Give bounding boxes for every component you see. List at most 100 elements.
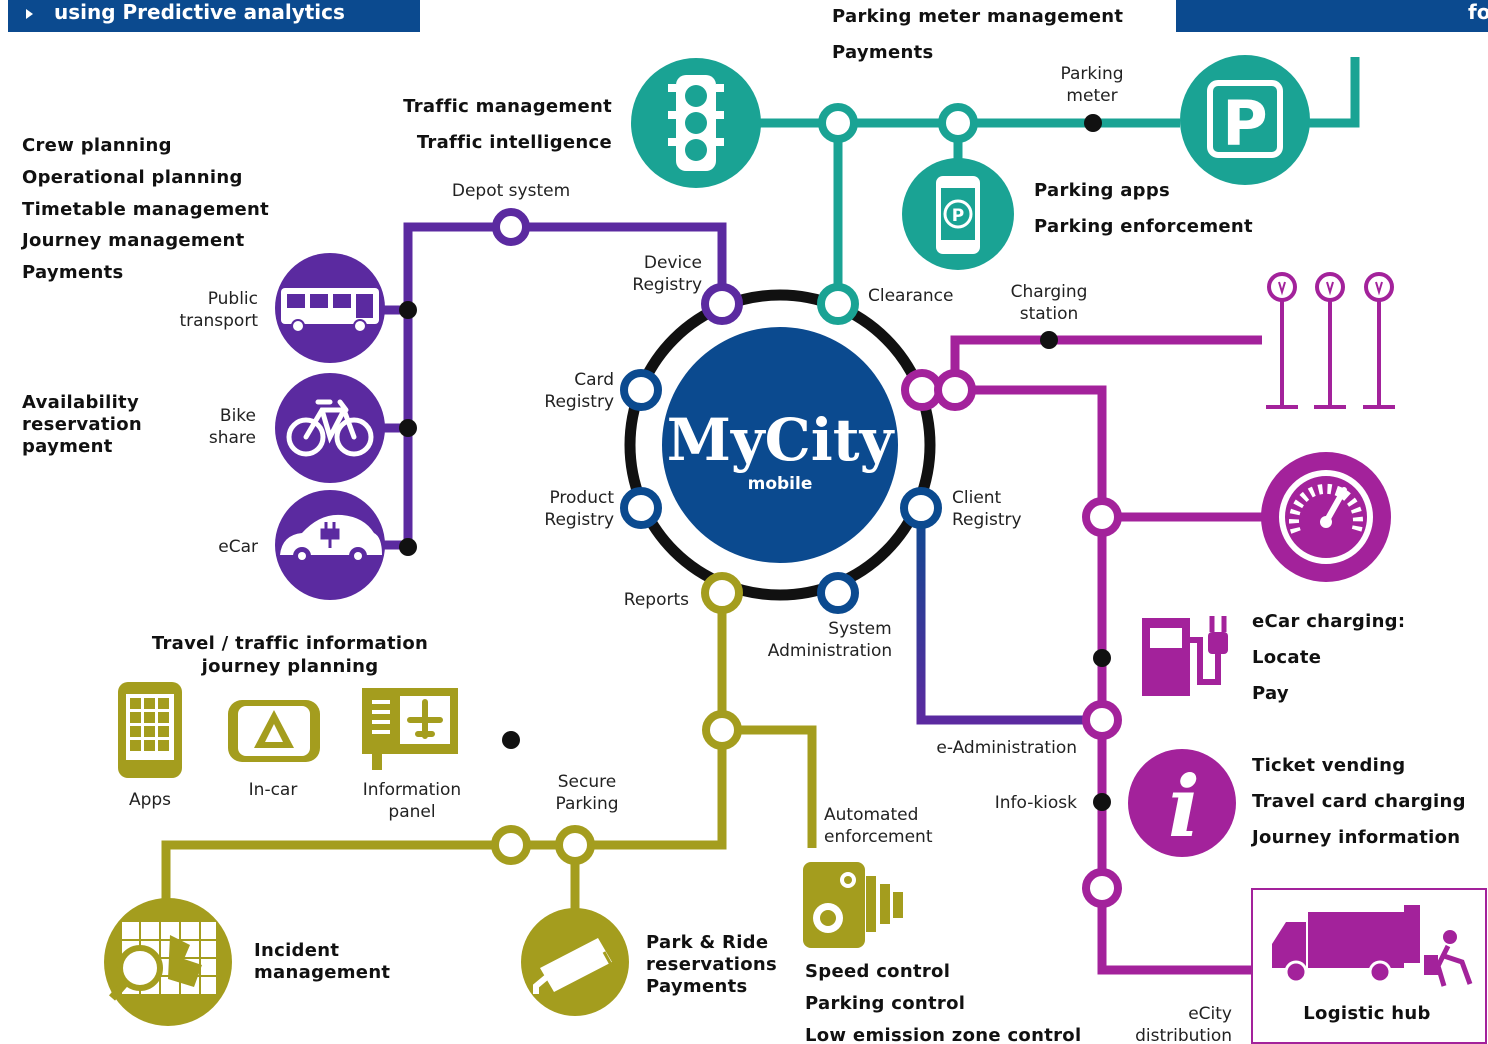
traffic-intelligence-label: Traffic intelligence <box>417 132 612 153</box>
speed-camera-icon[interactable] <box>803 862 903 948</box>
node-depot-system[interactable] <box>492 208 530 246</box>
park-ride-label-3: Payments <box>646 976 748 997</box>
node-e-administration[interactable] <box>1082 700 1122 740</box>
svg-text:P: P <box>1222 87 1267 160</box>
card-registry-label-1: Card <box>574 370 614 390</box>
locate-label: Locate <box>1252 647 1321 668</box>
bicycle-icon[interactable] <box>275 373 385 483</box>
travel-info-label-1: Travel / traffic information <box>152 633 428 654</box>
phone-apps-icon[interactable] <box>118 682 182 778</box>
park-ride-label-2: reservations <box>646 954 777 975</box>
node-system-administration[interactable] <box>817 572 859 614</box>
client-registry-label-1: Client <box>952 488 1002 508</box>
in-car-navigation-icon[interactable] <box>228 700 320 762</box>
arrow-right-icon <box>26 9 33 19</box>
system-administration-label-1: System <box>828 619 891 639</box>
ecar-label: eCar <box>218 537 258 557</box>
incident-label-1: Incident <box>254 940 339 961</box>
client-registry-label-2: Registry <box>952 510 1022 530</box>
device-registry-label-2: Registry <box>632 275 702 295</box>
hub-center[interactable] <box>662 327 898 563</box>
device-registry-label-1: Device <box>644 253 702 273</box>
node-charging-right[interactable] <box>934 369 976 411</box>
node-client-registry[interactable] <box>900 487 942 529</box>
node-ecity-distribution[interactable] <box>1082 868 1122 908</box>
stop-ecar-charging[interactable] <box>1093 649 1111 667</box>
clearance-label: Clearance <box>868 286 953 306</box>
logistic-hub-box[interactable]: Logistic hub <box>1251 888 1487 1044</box>
stop-public-transport[interactable] <box>399 301 417 319</box>
node-card-registry[interactable] <box>620 369 662 411</box>
node-reports[interactable] <box>701 572 743 614</box>
node-gauge[interactable] <box>1082 497 1122 537</box>
stop-charging-station[interactable] <box>1040 331 1058 349</box>
pay-label: Pay <box>1252 683 1289 704</box>
parking-sign-icon[interactable]: P <box>1180 55 1310 185</box>
node-olive-junction[interactable] <box>702 710 742 750</box>
parking-meter-label-2: meter <box>1066 86 1117 106</box>
parking-enforcement-label: Parking enforcement <box>1034 216 1253 237</box>
stop-info-kiosk[interactable] <box>1093 793 1111 811</box>
node-device-registry[interactable] <box>701 283 743 325</box>
stop-travel-info[interactable] <box>502 731 520 749</box>
truck-icon <box>1272 905 1473 987</box>
ticket-vending-label: Ticket vending <box>1252 755 1405 776</box>
header-left-banner: using Predictive analytics <box>8 0 420 32</box>
stop-ecar[interactable] <box>399 538 417 556</box>
node-olive-left[interactable] <box>491 825 531 865</box>
node-product-registry[interactable] <box>620 487 662 529</box>
traffic-light-icon[interactable] <box>631 58 761 188</box>
header-left-title: using Predictive analytics <box>54 0 345 24</box>
bus-icon[interactable] <box>275 253 385 363</box>
parking-apps-label: Parking apps <box>1034 180 1170 201</box>
gauge-icon[interactable] <box>1261 452 1391 582</box>
map-magnifier-icon[interactable] <box>104 898 232 1026</box>
automated-enforcement-label-2: enforcement <box>824 827 933 847</box>
phone-parking-icon[interactable]: P <box>902 158 1014 270</box>
charging-posts-icon[interactable] <box>1266 272 1395 409</box>
timetable-management-label: Timetable management <box>22 199 269 220</box>
parking-payments-label: Payments <box>832 42 934 63</box>
magenta-line <box>950 335 1265 975</box>
logistic-hub-label: Logistic hub <box>1303 1003 1430 1024</box>
info-kiosk-label: Info-kiosk <box>995 793 1077 813</box>
stop-bike-share[interactable] <box>399 419 417 437</box>
traffic-management-label: Traffic management <box>403 96 612 117</box>
hub-title: MyCity <box>667 406 896 474</box>
charging-pump-icon[interactable] <box>1142 616 1228 696</box>
node-teal-junction-2[interactable] <box>938 103 978 143</box>
ecar-charging-label: eCar charging: <box>1252 611 1405 632</box>
e-administration-label: e-Administration <box>936 738 1077 758</box>
travel-card-charging-label: Travel card charging <box>1252 791 1466 812</box>
node-teal-junction-1[interactable] <box>818 103 858 143</box>
public-transport-label-2: transport <box>179 311 258 331</box>
node-charging-left[interactable] <box>901 369 943 411</box>
availability-label-3: payment <box>22 436 113 457</box>
public-transport-label-1: Public <box>208 289 258 309</box>
flight-information-panel-icon[interactable] <box>362 688 458 770</box>
info-icon[interactable]: i <box>1128 749 1236 857</box>
ecity-distribution-label-2: distribution <box>1135 1026 1232 1044</box>
operational-planning-label: Operational planning <box>22 167 243 188</box>
charging-station-label-2: station <box>1020 304 1079 324</box>
incident-label-2: management <box>254 962 390 983</box>
node-secure-parking[interactable] <box>555 825 595 865</box>
reports-label: Reports <box>624 590 689 610</box>
bike-share-label-2: share <box>209 428 256 448</box>
node-clearance[interactable] <box>817 283 859 325</box>
speed-control-label: Speed control <box>805 961 950 982</box>
product-registry-label-2: Registry <box>544 510 614 530</box>
cctv-camera-icon[interactable] <box>521 908 629 1016</box>
svg-text:i: i <box>1168 757 1200 856</box>
journey-management-label: Journey management <box>20 230 245 251</box>
parking-control-label: Parking control <box>805 993 965 1014</box>
card-registry-label-2: Registry <box>544 392 614 412</box>
electric-car-icon[interactable] <box>275 490 385 600</box>
ecity-distribution-label-1: eCity <box>1188 1004 1232 1024</box>
stop-parking-meter[interactable] <box>1084 114 1102 132</box>
availability-label-1: Availability <box>22 392 139 413</box>
information-panel-label-1: Information <box>363 780 461 800</box>
in-car-label: In-car <box>249 780 298 800</box>
crew-planning-label: Crew planning <box>22 135 172 156</box>
